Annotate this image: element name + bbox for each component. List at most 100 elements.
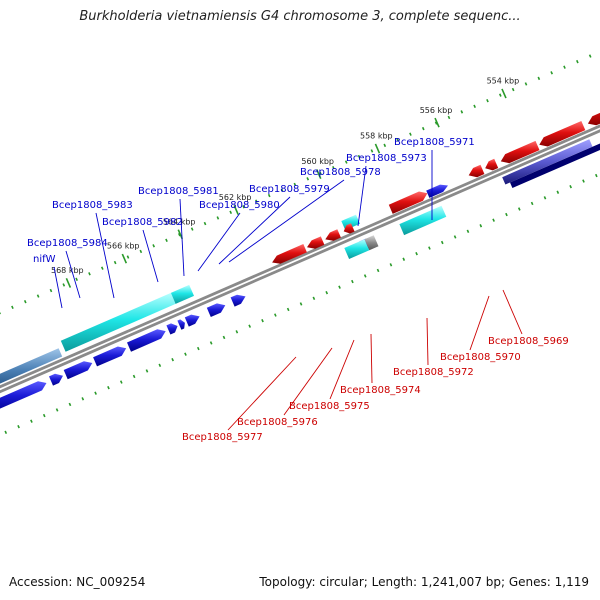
inner-tick-track-tick [94, 391, 97, 395]
kbp-label: 558 kbp [360, 132, 393, 141]
inner-tick-track-tick [466, 229, 470, 234]
gene-label-forward: Bcep1808_5983 [52, 200, 133, 211]
outer-tick-track-tick [126, 255, 130, 259]
inner-tick-track-tick [81, 397, 85, 401]
outer-tick-track-tick [88, 272, 91, 276]
outer-tick-track-tick [498, 93, 502, 97]
gene-bar-cyan-long [60, 292, 176, 352]
gene-label-forward: Bcep1808_5980 [199, 200, 280, 211]
gene-bar-steel [0, 348, 63, 384]
outer-tick-track-tick [396, 138, 399, 142]
inner-tick-track-tick [543, 196, 547, 200]
kbp-major-tick [501, 88, 507, 99]
gene-arrow-forward-6 [177, 319, 185, 330]
backbone-line-lower [0, 129, 600, 394]
inner-tick-track-tick [209, 341, 213, 345]
kbp-label: 568 kbp [51, 266, 84, 275]
inner-tick-track-tick [222, 335, 226, 340]
inner-tick-track-tick [517, 207, 521, 211]
inner-tick-track-tick [440, 240, 444, 245]
inner-tick-track-tick [453, 235, 457, 239]
forward-leader-line [179, 198, 185, 277]
outer-tick-track-tick [139, 249, 143, 254]
outer-tick-track-tick [319, 171, 322, 175]
outer-tick-track-tick [370, 149, 374, 153]
outer-tick-track-tick [36, 294, 40, 298]
reverse-leader-line [370, 333, 373, 384]
gene-arrow-red [272, 244, 307, 264]
gene-arrow-forward-1 [49, 373, 63, 386]
kbp-label: 566 kbp [107, 242, 140, 251]
outer-tick-track-tick [165, 238, 168, 242]
forward-leader-line [218, 196, 291, 265]
gene-label-reverse: Bcep1808_5974 [340, 385, 421, 396]
inner-tick-track-tick [261, 318, 264, 323]
gene-label-forward: Bcep1808_5979 [249, 184, 330, 195]
gene-label-reverse: Bcep1808_5976 [237, 417, 318, 428]
gene-arrow-red [388, 191, 428, 214]
outer-tick-track-tick [486, 99, 489, 103]
inner-tick-track-tick [145, 369, 149, 373]
gene-arrow-forward-3 [93, 346, 127, 367]
gene-bar-slate [502, 139, 593, 185]
inner-tick-track-tick [582, 179, 585, 183]
inner-tick-track-tick [30, 419, 33, 423]
gene-bar-cyan-end [170, 284, 194, 304]
outer-tick-track-tick [550, 71, 554, 75]
gene-arrow-forward-9 [230, 294, 246, 307]
gene-arrow-red [343, 223, 355, 234]
inner-tick-track-tick [17, 425, 20, 429]
outer-tick-track-tick [306, 177, 310, 181]
gene-arrow-red [500, 140, 540, 164]
outer-tick-track-tick [49, 288, 53, 293]
outer-tick-track-tick [23, 299, 27, 304]
outer-tick-track-tick [242, 205, 245, 209]
reverse-leader-line [227, 356, 297, 431]
inner-tick-track-tick [107, 385, 110, 390]
gene-arrow-red [325, 229, 341, 241]
outer-tick-track-tick [511, 87, 515, 92]
inner-tick-track-tick [479, 224, 483, 228]
kbp-label: 556 kbp [420, 106, 453, 115]
outer-tick-track-tick [383, 143, 387, 148]
gene-arrow-forward-4 [127, 329, 166, 352]
gene-bar-cyan-lower-right [399, 205, 447, 236]
inner-tick-track-tick [389, 263, 393, 267]
gene-arrow-forward-8 [206, 303, 226, 317]
inner-tick-track-tick [338, 285, 341, 289]
gene-arrow-forward-7 [184, 314, 200, 327]
gene-bar-cyan-lower [344, 239, 370, 259]
kbp-major-tick [316, 169, 322, 179]
forward-leader-line [357, 165, 367, 227]
forward-leader-line [142, 229, 159, 283]
kbp-major-tick [233, 205, 239, 215]
reverse-leader-line [426, 317, 429, 366]
outer-tick-track-tick [75, 277, 78, 282]
inner-tick-track-tick [492, 218, 495, 222]
inner-tick-track-tick [158, 363, 162, 368]
inner-tick-track-tick [415, 251, 418, 256]
inner-tick-track-tick [428, 246, 431, 250]
outer-tick-track-tick [332, 166, 335, 170]
topology-label: Topology: circular; Length: 1,241,007 bp… [259, 575, 589, 589]
gene-label-forward: Bcep1808_5971 [394, 137, 475, 148]
outer-tick-track-tick [190, 227, 194, 231]
inner-tick-track-tick [132, 374, 136, 379]
outer-tick-track-tick [152, 244, 155, 248]
outer-tick-track-tick [100, 266, 104, 270]
outer-tick-track-tick [229, 210, 233, 215]
gene-label-forward: Bcep1808_5978 [300, 167, 381, 178]
gene-bar-cyan-small [341, 214, 360, 231]
gene-label-reverse: Bcep1808_5977 [182, 432, 263, 443]
inner-tick-track-tick [4, 430, 8, 434]
map-title: Burkholderia vietnamiensis G4 chromosome… [79, 9, 521, 24]
gene-bar-grey-lower [364, 235, 379, 251]
kbp-label: 554 kbp [487, 77, 520, 86]
gene-arrow-forward-2 [63, 361, 93, 380]
gene-bar-navy [510, 143, 600, 188]
inner-tick-track-tick [312, 296, 316, 301]
gene-label-reverse: Bcep1808_5969 [488, 336, 569, 347]
inner-tick-track-tick [119, 380, 123, 384]
